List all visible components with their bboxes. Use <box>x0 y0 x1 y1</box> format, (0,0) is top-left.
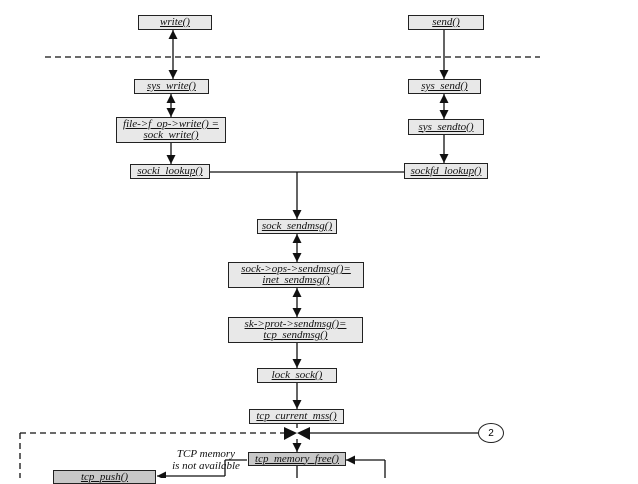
sockfd-lookup-box: sockfd_lookup() <box>404 163 488 179</box>
lock-sock-box: lock_sock() <box>257 368 337 383</box>
file-op-line2: sock_write() <box>143 129 199 141</box>
file-op-line1: file->f_op->write() = <box>123 118 219 130</box>
tcp-push-box: tcp_push() <box>53 470 156 484</box>
junction-bowtie-icon <box>284 427 310 440</box>
sock-sendmsg-box: sock_sendmsg() <box>257 219 337 234</box>
tcp-memory-note: TCP memory is not available <box>160 448 252 472</box>
socki-lookup-box: socki_lookup() <box>130 164 210 179</box>
sys-write-box: sys_write() <box>134 79 209 94</box>
write-box: write() <box>138 15 212 30</box>
ops-line2: inet_sendmsg() <box>262 274 330 286</box>
send-box: send() <box>408 15 484 30</box>
sys-sendto-box: sys_sendto() <box>408 119 484 135</box>
connector-2: 2 <box>478 423 504 443</box>
tcp-memory-note-line2: is not available <box>172 460 240 472</box>
prot-line2: tcp_sendmsg() <box>263 329 328 341</box>
file-op-write-box: file->f_op->write() = sock_write() <box>116 117 226 143</box>
inet-sendmsg-box: sock->ops->sendmsg()= inet_sendmsg() <box>228 262 364 288</box>
prot-line1: sk->prot->sendmsg()= <box>244 318 347 330</box>
tcp-memory-note-line1: TCP memory <box>176 448 236 460</box>
tcp-sendmsg-box: sk->prot->sendmsg()= tcp_sendmsg() <box>228 317 363 343</box>
ops-line1: sock->ops->sendmsg()= <box>241 263 351 275</box>
tcp-memory-free-box: tcp_memory_free() <box>248 452 346 466</box>
sys-send-box: sys_send() <box>408 79 481 94</box>
tcp-current-mss-box: tcp_current_mss() <box>249 409 344 424</box>
